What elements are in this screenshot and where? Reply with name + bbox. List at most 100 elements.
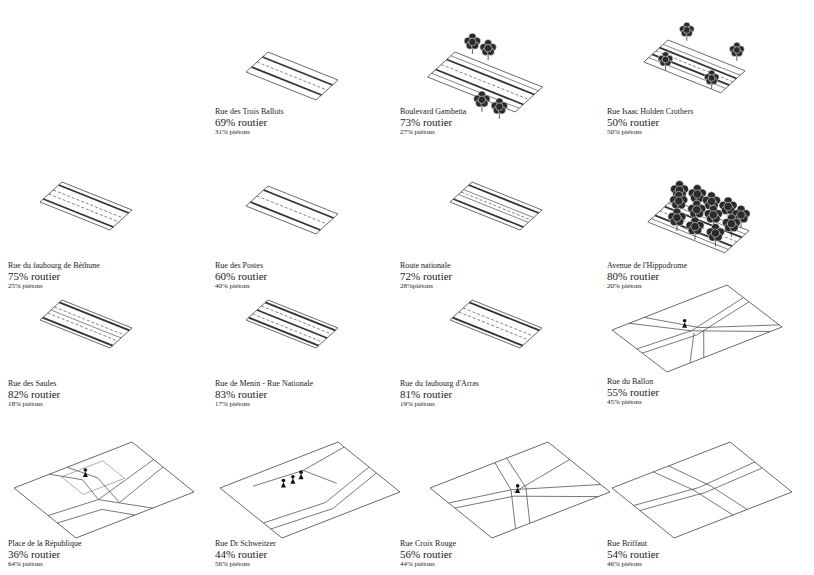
- street-name: Rue de Menin - Rue Nationale: [215, 380, 313, 388]
- road-edge: [253, 470, 337, 486]
- pedestrian-share: 44% piétons: [400, 561, 435, 568]
- road-share: 81% routier: [400, 389, 452, 400]
- lane-line: [51, 310, 121, 338]
- lane-line: [59, 302, 129, 330]
- road-edge: [642, 302, 749, 353]
- pedestrian-share: 31% piétons: [215, 129, 250, 136]
- road-edge: [669, 466, 748, 510]
- street-name: Rue Briffaut: [607, 540, 647, 548]
- street-cell: [430, 442, 610, 538]
- road-edge: [644, 317, 779, 327]
- lane-line: [464, 190, 534, 218]
- road-share: 83% routier: [215, 389, 267, 400]
- pedestrian-share: 19% piétons: [400, 401, 435, 408]
- road-edge: [57, 509, 135, 523]
- lane-line: [649, 58, 726, 89]
- street-slab: [246, 186, 338, 234]
- tree-foliage: [662, 56, 669, 63]
- road-edge: [303, 447, 344, 470]
- road-share: 54% routier: [607, 549, 659, 560]
- street-cell: [246, 186, 338, 234]
- lane-line: [436, 70, 524, 105]
- pedestrian-share: 40% piétons: [215, 283, 250, 290]
- street-name: Rue des Trois Ballots: [215, 108, 284, 116]
- pedestrian-icon: [299, 470, 303, 474]
- pedestrian-icon: [281, 482, 286, 488]
- lane-line: [463, 308, 533, 336]
- tree-foliage: [724, 202, 732, 210]
- pedestrian-share: 64% piétons: [8, 561, 43, 568]
- lane-line: [264, 190, 334, 218]
- lane-line: [48, 313, 118, 341]
- street-cell: [246, 300, 338, 348]
- tree-foliage: [707, 197, 715, 205]
- road-edge: [98, 460, 153, 500]
- pedestrian-icon: [291, 475, 295, 479]
- tree-foliage: [693, 206, 701, 214]
- street-name: Rue Dr Schweitzer: [215, 540, 276, 548]
- pedestrian-share: 45% piétons: [607, 399, 642, 406]
- street-name: Rue Croix Rouge: [400, 540, 456, 548]
- lane-line: [265, 302, 335, 330]
- road-share: 73% routier: [400, 117, 452, 128]
- road-edge: [507, 458, 530, 523]
- road-edge: [653, 472, 733, 515]
- tree-foliage: [683, 27, 690, 34]
- lane-line: [257, 310, 327, 338]
- lane-line: [249, 318, 319, 346]
- street-cell: [612, 285, 782, 372]
- street-slab: [14, 442, 194, 538]
- lane-line: [660, 48, 737, 79]
- street-cell: [648, 181, 750, 253]
- lane-line: [43, 318, 113, 346]
- road-share: 69% routier: [215, 117, 267, 128]
- lane-line: [252, 67, 322, 95]
- street-cell: [450, 182, 542, 230]
- lane-line: [257, 62, 327, 90]
- tree-foliage: [727, 220, 735, 228]
- street-name: Rue du Ballon: [607, 378, 653, 386]
- lane-line: [652, 54, 729, 85]
- tree-foliage: [691, 222, 699, 230]
- street-cell: [14, 442, 194, 538]
- road-share: 55% routier: [607, 387, 659, 398]
- road-share: 82% routier: [8, 389, 60, 400]
- street-name: Rue Isaac Holden Crothers: [607, 108, 693, 116]
- street-cell: [220, 442, 400, 538]
- road-edge: [455, 496, 598, 508]
- street-slab: [246, 300, 338, 348]
- tree-foliage: [469, 38, 477, 46]
- road-share: 72% routier: [400, 271, 452, 282]
- pedestrian-icon: [516, 484, 520, 488]
- road-edge: [514, 460, 570, 493]
- lane-line: [458, 194, 528, 222]
- lane-line: [447, 60, 535, 95]
- street-cell: [246, 52, 338, 100]
- pedestrian-icon: [84, 468, 88, 472]
- street-cell: [612, 442, 792, 538]
- street-cell: [40, 300, 132, 348]
- road-edge: [495, 463, 516, 529]
- street-cell: [40, 182, 132, 230]
- street-name: Place de la République: [8, 540, 82, 548]
- street-name: Rue des Saules: [8, 380, 56, 388]
- square-outline: [62, 461, 125, 495]
- tree-foliage: [711, 229, 719, 237]
- street-slab: [40, 300, 132, 348]
- lane-line: [453, 199, 523, 227]
- tree-foliage: [496, 103, 504, 111]
- lane-line: [54, 307, 124, 335]
- lane-line: [451, 56, 539, 91]
- street-slab: [428, 52, 543, 112]
- road-edge: [120, 467, 164, 503]
- pedestrian-icon: [682, 322, 687, 328]
- pedestrian-icon: [83, 472, 88, 478]
- street-slab: [430, 442, 610, 538]
- lane-line: [261, 306, 331, 334]
- street-slab: [40, 182, 132, 230]
- street-cell: [428, 33, 543, 119]
- tree-foliage: [737, 211, 745, 219]
- pedestrian-share: 17% piétons: [215, 401, 250, 408]
- lane-line: [469, 302, 539, 330]
- street-slab: [450, 300, 542, 348]
